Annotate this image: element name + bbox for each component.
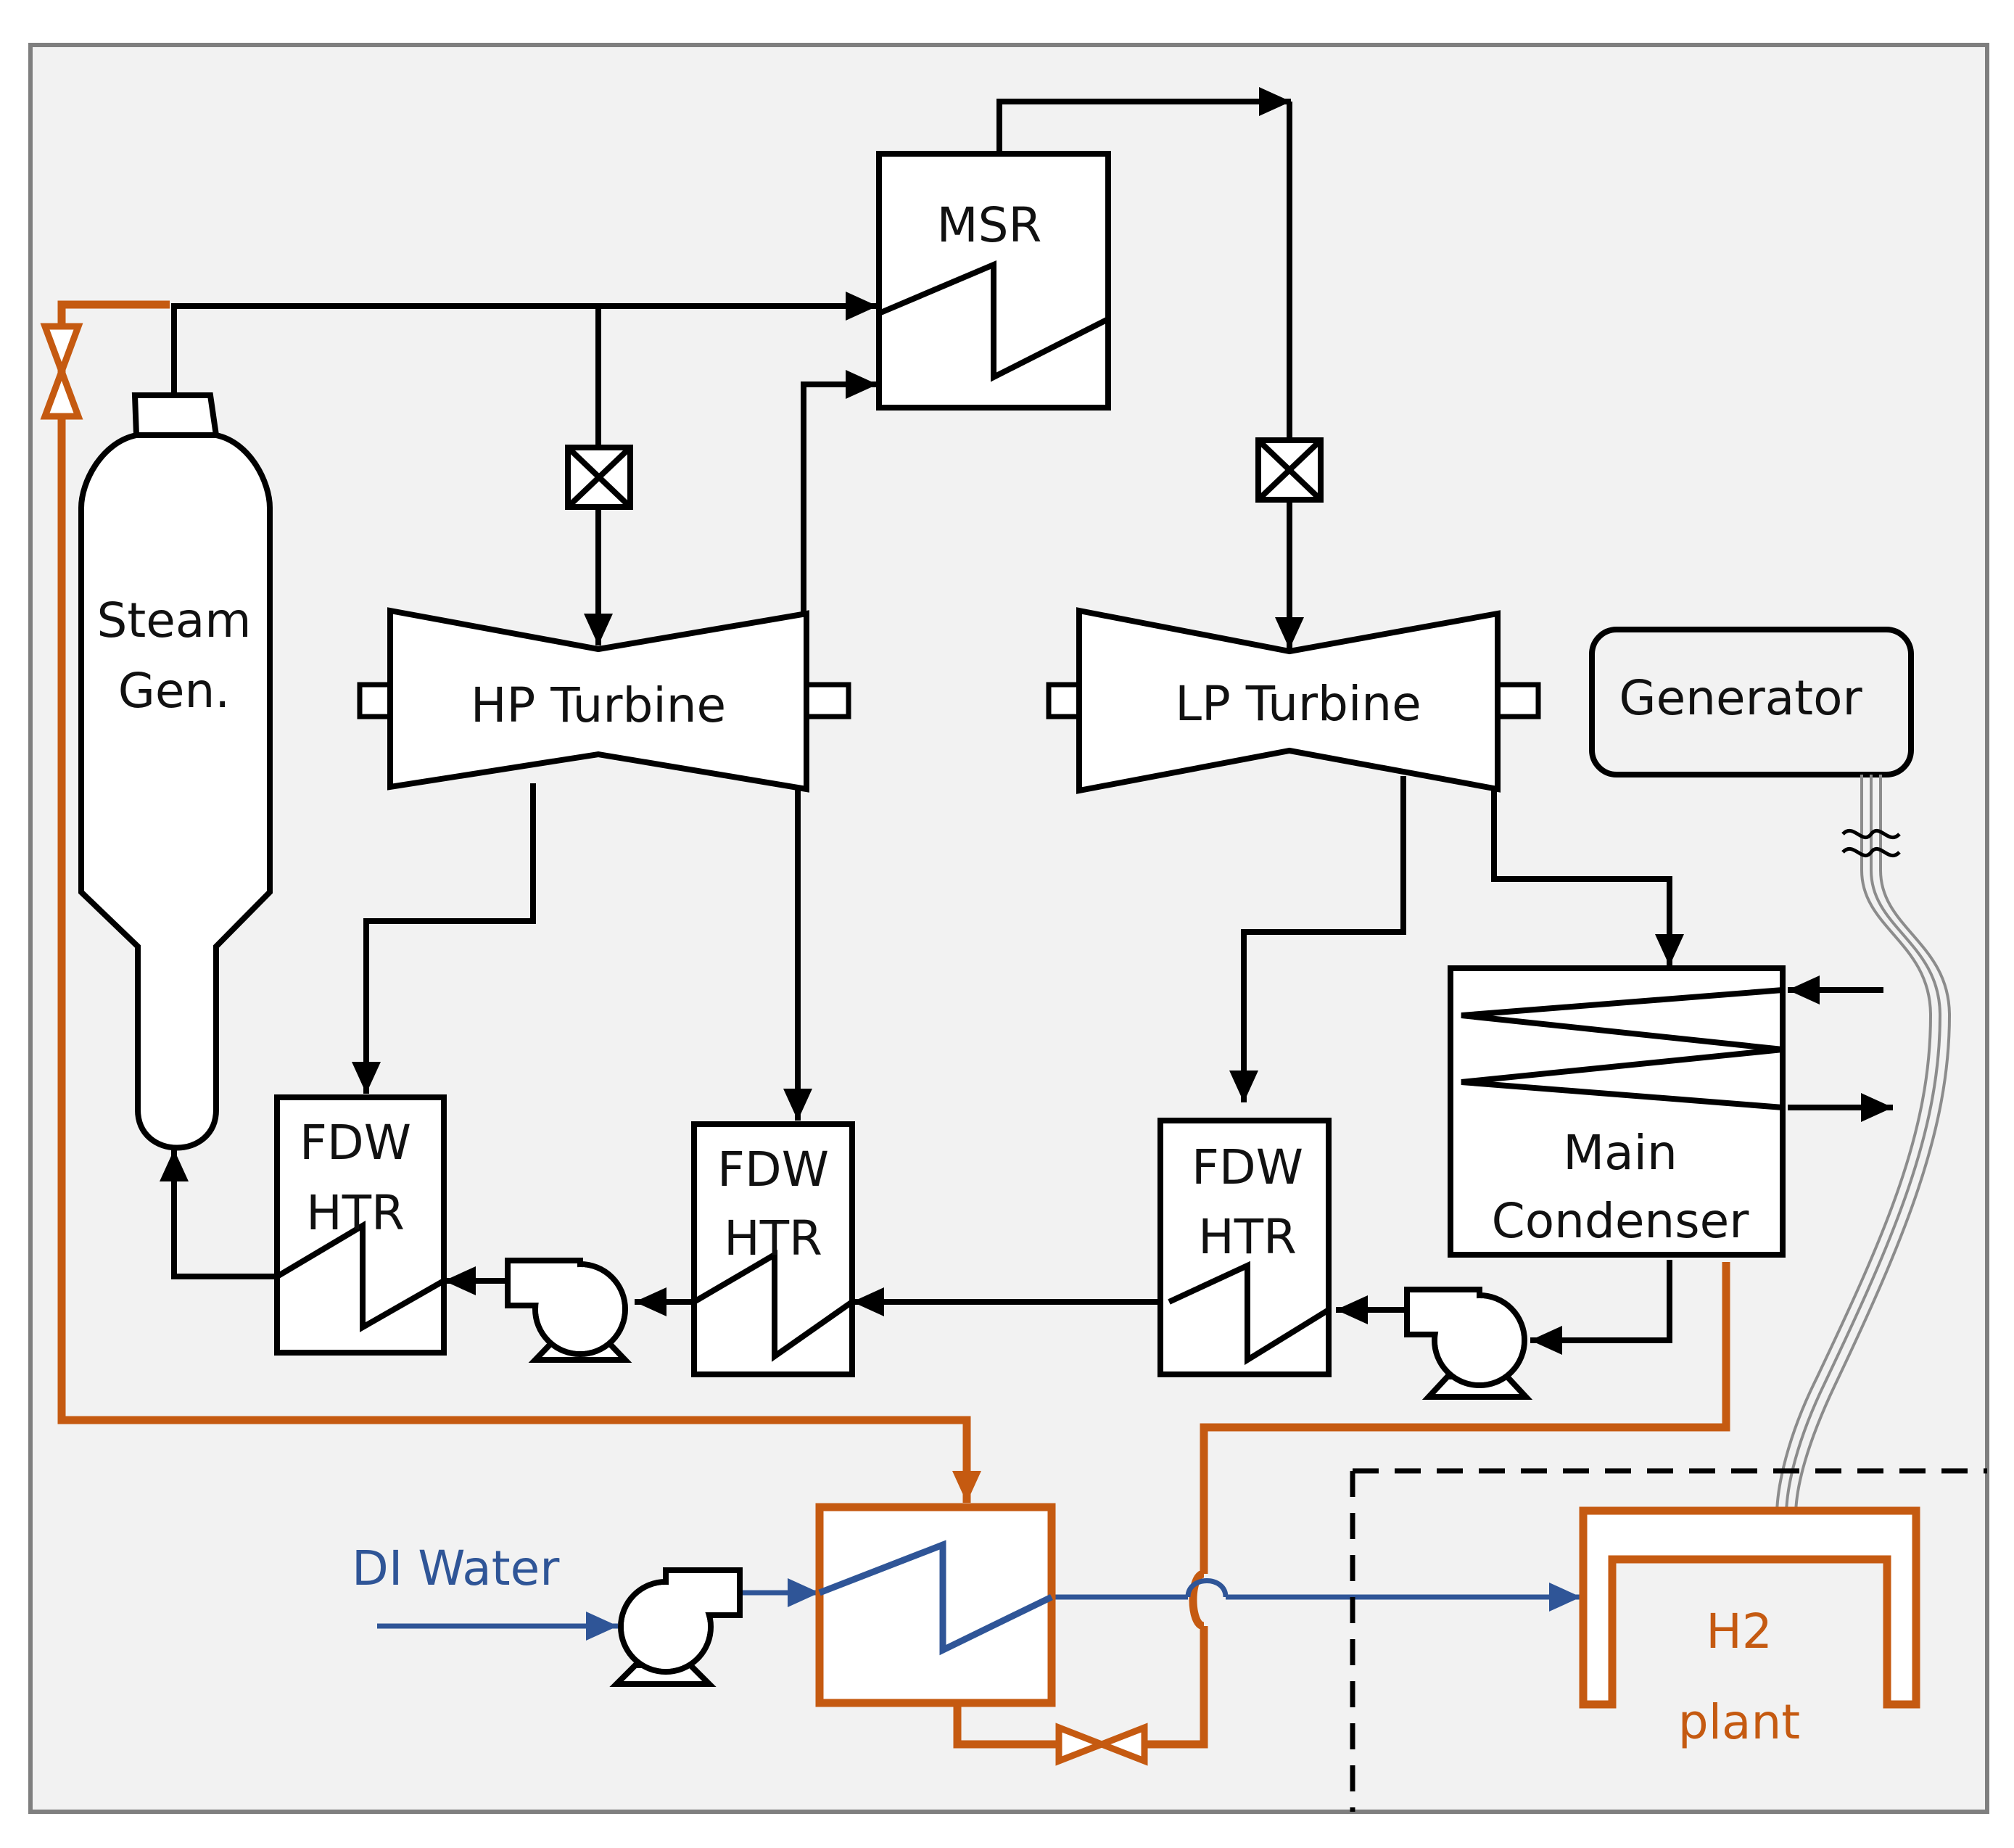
pump-icon xyxy=(609,1567,743,1687)
di-water-label: DI Water xyxy=(352,1540,560,1596)
valve-icon xyxy=(1255,437,1324,503)
power-cable-icon xyxy=(1775,775,1952,1517)
valve-icon xyxy=(565,445,633,510)
fdw-htr-label-2: HTR xyxy=(306,1185,405,1241)
pump-icon xyxy=(505,1258,632,1363)
h2-steam-lines xyxy=(57,300,1730,1749)
fdw-htr-label-2: HTR xyxy=(1198,1209,1297,1265)
hp-turbine-label: HP Turbine xyxy=(471,677,726,733)
steam-generator: Steam Gen. xyxy=(78,392,273,1151)
main-condenser: Main Condenser xyxy=(1448,965,1786,1258)
main-condenser-label-1: Main xyxy=(1563,1125,1677,1181)
pump-icon xyxy=(1404,1287,1533,1400)
h2-plant-label-2: plant xyxy=(1678,1694,1800,1750)
h2-plant: H2 plant xyxy=(1350,1468,1987,1812)
valve-icon xyxy=(1055,1723,1148,1766)
fdw-heater-2: FDW HTR xyxy=(691,1121,855,1377)
fdw-heater-3: FDW HTR xyxy=(1157,1118,1332,1377)
turbine-icon: HP Turbine xyxy=(357,607,851,793)
water-lines xyxy=(377,1578,1581,1641)
fdw-heater-1: FDW HTR xyxy=(274,1094,447,1356)
h2-plant-label-1: H2 xyxy=(1706,1604,1772,1659)
main-condenser-label-2: Condenser xyxy=(1492,1193,1750,1249)
fdw-htr-label-1: FDW xyxy=(717,1142,829,1197)
generator-label: Generator xyxy=(1619,670,1862,726)
turbine-icon: LP Turbine xyxy=(1046,607,1541,794)
valve-icon xyxy=(40,323,83,420)
steam-gen-label-2: Gen. xyxy=(118,663,231,719)
msr: MSR xyxy=(876,151,1111,411)
fdw-htr-label-1: FDW xyxy=(300,1115,411,1171)
fdw-htr-label-1: FDW xyxy=(1192,1139,1303,1195)
fdw-htr-label-2: HTR xyxy=(724,1210,822,1266)
steam-gen-label-1: Steam xyxy=(96,593,251,648)
msr-label: MSR xyxy=(937,197,1042,253)
lp-turbine-label: LP Turbine xyxy=(1175,676,1421,732)
steam-lines xyxy=(160,87,1893,1355)
generator: Generator xyxy=(1589,627,1914,777)
heat-exchanger-icon xyxy=(815,1503,1056,1707)
